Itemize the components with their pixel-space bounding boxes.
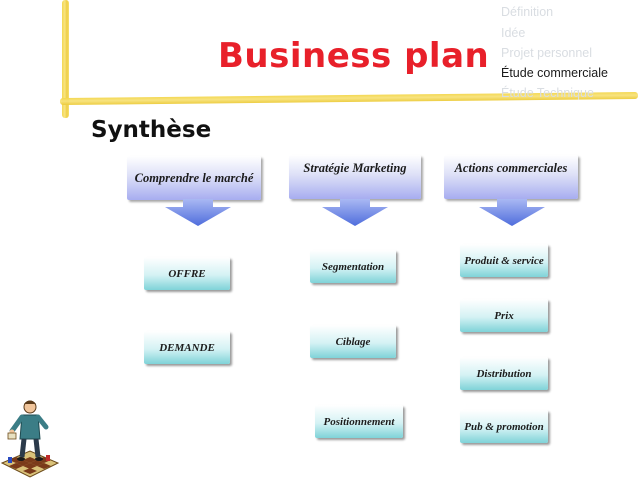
box-segmentation: Segmentation: [310, 250, 396, 283]
header-strategie-marketing: Stratégie Marketing: [289, 155, 421, 199]
header-comprendre-le-marche: Comprendre le marché: [127, 156, 261, 200]
nav-item-etude-technique[interactable]: Étude Technique: [501, 86, 594, 100]
section-heading: Synthèse: [91, 117, 212, 143]
box-offre: OFFRE: [144, 257, 230, 290]
person-on-chessboard-icon: [0, 400, 60, 478]
arrow-down-icon: [165, 199, 231, 226]
nav-item-projet-personnel[interactable]: Projet personnel: [501, 46, 593, 60]
box-demande: DEMANDE: [144, 331, 230, 364]
page-title: Business plan: [218, 36, 490, 76]
decorative-border-vertical: [62, 0, 69, 118]
arrow-down-icon: [322, 199, 388, 226]
box-positionnement: Positionnement: [315, 405, 403, 438]
arrow-down-icon: [479, 199, 545, 226]
box-prix: Prix: [460, 299, 548, 332]
nav-item-idee[interactable]: Idée: [501, 26, 526, 40]
box-distribution: Distribution: [460, 357, 548, 390]
box-pub-promotion: Pub & promotion: [460, 410, 548, 443]
nav-item-definition[interactable]: Définition: [501, 5, 554, 19]
nav-item-etude-commerciale[interactable]: Étude commerciale: [501, 66, 608, 80]
box-ciblage: Ciblage: [310, 325, 396, 358]
header-actions-commerciales: Actions commerciales: [444, 155, 578, 199]
box-produit-service: Produit & service: [460, 244, 548, 277]
